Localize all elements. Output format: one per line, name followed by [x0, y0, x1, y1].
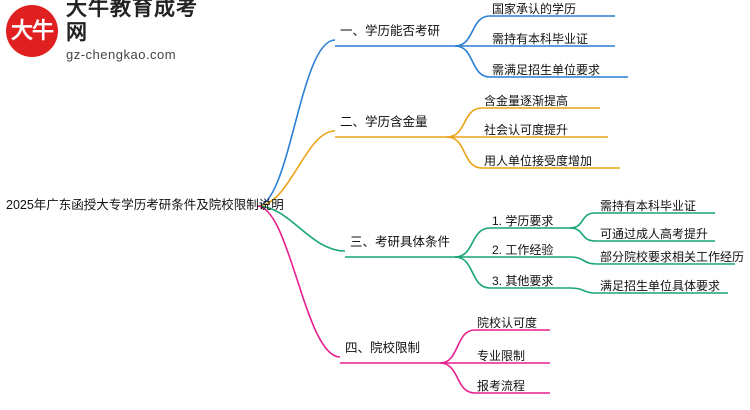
- branch-1-child-3: 需满足招生单位要求: [492, 63, 601, 77]
- branch-2-child-1: 含金量逐渐提高: [484, 94, 569, 108]
- branch-4-label: 四、院校限制: [345, 341, 421, 355]
- logo-subtitle: gz-chengkao.com: [66, 47, 177, 63]
- site-logo: 大牛 大牛教育成考网 gz-chengkao.com: [0, 0, 206, 64]
- mindmap-root-label: 2025年广东函授大专学历考研条件及院校限制说明: [6, 198, 284, 212]
- branch-1-label: 一、学历能否考研: [340, 24, 441, 38]
- branch-4-child-3: 报考流程: [477, 379, 526, 393]
- branch-3-child-2-sub-1: 部分院校要求相关工作经历: [600, 250, 745, 264]
- logo-icon: 大牛: [6, 4, 58, 57]
- logo-text: 大牛教育成考网 gz-chengkao.com: [66, 0, 206, 64]
- branch-3-child-1: 1. 学历要求: [492, 214, 554, 228]
- branch-3-label: 三、考研具体条件: [350, 235, 451, 249]
- branch-2-child-2: 社会认可度提升: [484, 123, 569, 137]
- branch-3-child-1-sub-1: 需持有本科毕业证: [600, 199, 697, 213]
- logo-glyph: 大牛: [10, 17, 54, 43]
- branch-1-child-2: 需持有本科毕业证: [492, 32, 589, 46]
- branch-1-child-1: 国家承认的学历: [492, 2, 577, 16]
- branch-3-child-2: 2. 工作经验: [492, 243, 554, 257]
- branch-3-child-3-sub-1: 满足招生单位具体要求: [600, 279, 721, 293]
- branch-2-child-3: 用人单位接受度增加: [484, 154, 593, 168]
- branch-2-label: 二、学历含金量: [340, 115, 428, 129]
- logo-title: 大牛教育成考网: [66, 0, 198, 45]
- branch-4-child-2: 专业限制: [477, 349, 526, 363]
- branch-4-child-1: 院校认可度: [477, 316, 538, 330]
- branch-3-child-1-sub-2: 可通过成人高考提升: [600, 227, 709, 241]
- branch-3-child-3: 3. 其他要求: [492, 274, 554, 288]
